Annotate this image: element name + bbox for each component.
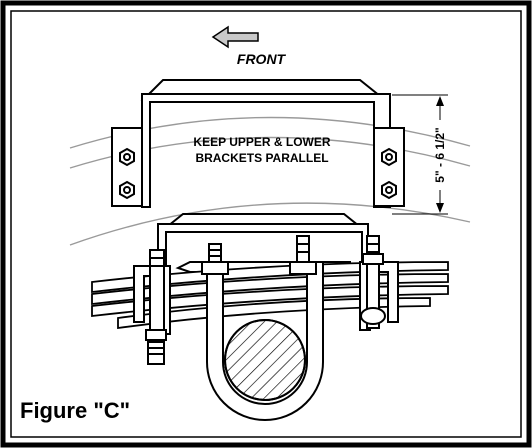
upper-bracket xyxy=(111,79,405,208)
dimension-marker xyxy=(392,94,448,215)
right-clamp xyxy=(359,235,399,331)
axle-cross-section xyxy=(224,319,306,401)
inner-frame xyxy=(10,10,522,438)
left-arrow-icon xyxy=(211,25,259,49)
instruction-line-1: KEEP UPPER & LOWER xyxy=(193,135,330,149)
figure-caption: Figure "C" xyxy=(20,398,130,423)
front-label: FRONT xyxy=(237,51,287,67)
dimension-label: 5" - 6 1/2" xyxy=(433,127,447,182)
left-clamp xyxy=(133,249,171,365)
u-bolt xyxy=(201,235,324,421)
instruction-line-2: BRACKETS PARALLEL xyxy=(195,151,328,165)
